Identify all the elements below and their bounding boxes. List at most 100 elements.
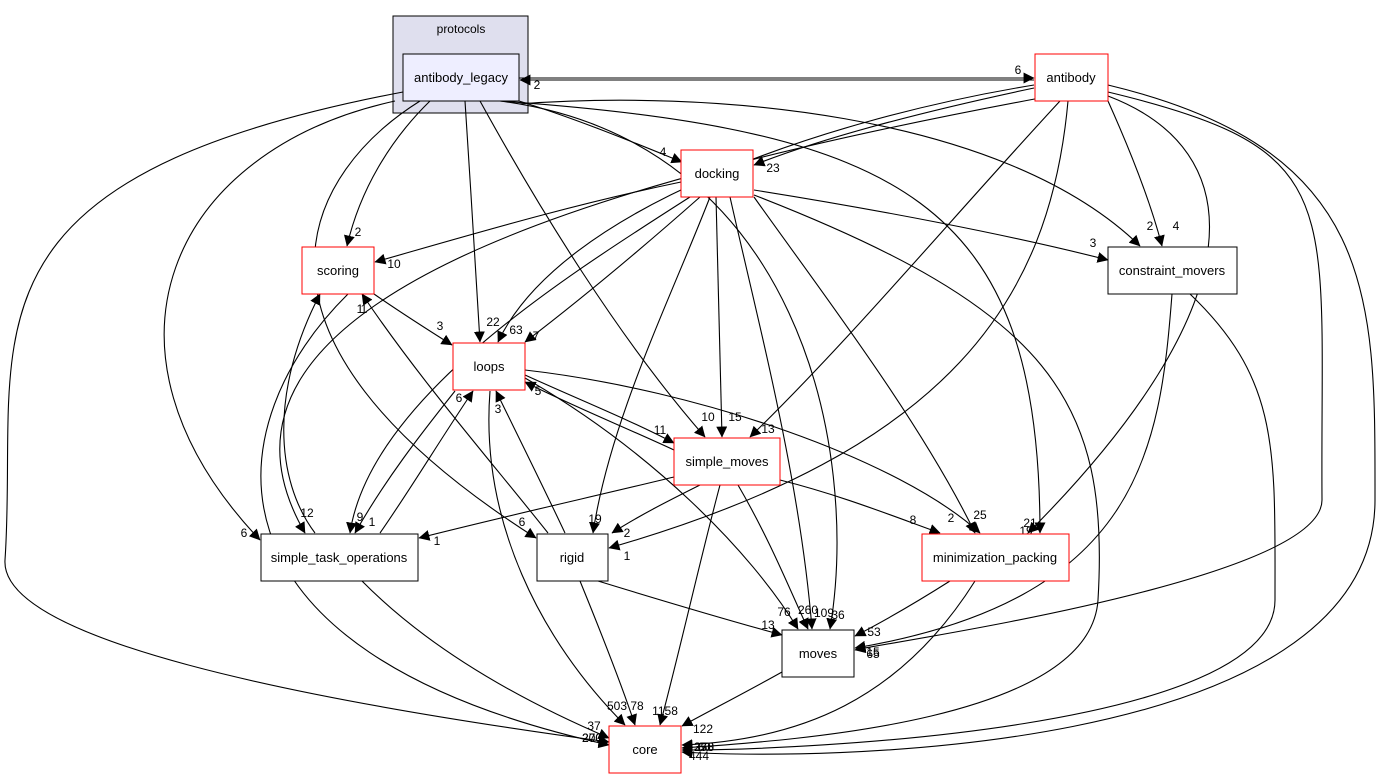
edge-label-simple_moves-to-simple_task_operations[interactable]: 1 [434,534,441,548]
edge-loops-to-simple_moves [524,374,675,444]
node-constraint-movers[interactable]: constraint_movers [1107,246,1238,295]
edge-label-simple_task_operations-to-scoring[interactable]: 1 [361,302,368,316]
node-box [781,629,855,678]
edge-label-docking-to-rigid[interactable]: 19 [588,512,602,526]
node-moves[interactable]: moves [781,629,855,678]
node-antibody[interactable]: antibody [1034,53,1109,102]
edge-label-antibody_legacy-to-simple_moves[interactable]: 10 [701,410,715,424]
edge-rigid-to-moves [597,580,783,638]
edge-label-scoring-to-core[interactable]: 270 [582,731,602,745]
edge-label-simple_task_operations-to-core[interactable]: 37 [587,719,601,733]
node-box [608,725,682,774]
edge-antibody_legacy-to-moves [499,100,838,630]
edge-antibody-to-minimization_packing [1027,95,1210,534]
node-docking[interactable]: docking [680,149,754,198]
node-layer: antibody_legacy antibody docking scoring… [260,53,1238,774]
node-box [1034,53,1109,102]
edge-label-antibody_legacy-to-simple_task_operations[interactable]: 6 [241,526,248,540]
edge-label-antibody_legacy-to-docking[interactable]: 4 [660,145,667,159]
edge-antibody-to-constraint_movers [1107,100,1165,247]
edge-antibody_legacy-to-rigid [313,100,537,539]
node-label: docking [695,166,740,181]
edge-simple_moves-to-rigid [611,484,701,534]
edge-label-docking-to-minimization_packing[interactable]: 25 [973,508,987,522]
node-simple-moves[interactable]: simple_moves [673,437,781,486]
edge-docking-to-scoring [374,181,682,265]
edge-label-antibody_legacy-to-minimization_packing[interactable]: 21 [1023,516,1037,530]
edge-antibody-to-simple_task_operations [279,97,1041,534]
node-antibody-legacy[interactable]: antibody_legacy [402,53,520,102]
edge-label-antibody-to-docking[interactable]: 23 [766,161,780,175]
edge-label-rigid-to-core[interactable]: 78 [630,699,644,713]
edge-label-antibody_legacy-to-moves[interactable]: 109 [814,606,834,620]
edge-scoring-to-loops [373,293,453,346]
edge-label-minimization_packing-to-core[interactable]: 278 [694,740,714,754]
edge-antibody-to-rigid [608,100,1069,551]
edge-antibody_legacy-to-constraint_movers [518,99,1141,247]
node-minimization-packing[interactable]: minimization_packing [921,533,1070,582]
edge-label-docking-to-loops[interactable]: 7 [533,329,540,343]
edge-label-antibody_legacy-to-antibody[interactable]: 6 [1015,63,1022,77]
edge-label-antibody-to-simple_task_operations[interactable]: 12 [300,506,314,520]
node-core[interactable]: core [608,725,682,774]
edge-layer [4,72,1376,759]
edge-constraint_movers-to-core [681,293,1276,756]
node-label: rigid [560,550,585,565]
edge-rigid-to-loops [495,390,566,534]
edge-label-loops-to-minimization_packing[interactable]: 2 [948,511,955,525]
edge-simple_task_operations-to-loops [379,390,474,534]
edge-label-antibody-to-loops[interactable]: 63 [509,323,523,337]
node-simple-task-operations[interactable]: simple_task_operations [260,533,419,582]
edge-label-simple_moves-to-moves[interactable]: 36 [831,608,845,622]
edge-label-docking-to-simple_task_operations[interactable]: 9 [357,510,364,524]
edge-label-constraint_movers-to-moves[interactable]: 65 [866,647,880,661]
node-label: constraint_movers [1119,263,1226,278]
edge-rigid-to-core [579,580,637,726]
node-loops[interactable]: loops [452,342,526,391]
edge-label-docking-to-simple_moves[interactable]: 15 [728,410,742,424]
edge-label-rigid-to-scoring[interactable]: 1 [357,302,364,316]
edge-label-minimization_packing-to-moves[interactable]: 53 [867,625,881,639]
edge-label-docking-to-scoring[interactable]: 10 [387,257,401,271]
edge-label-antibody-to-antibody_legacy[interactable]: 2 [534,78,541,92]
edge-label-loops-to-moves[interactable]: 76 [777,605,791,619]
edge-label-rigid-to-loops[interactable]: 3 [495,402,502,416]
edge-label-antibody-to-constraint_movers[interactable]: 4 [1173,219,1180,233]
edge-loops-to-core [488,390,626,726]
edge-label-simple_task_operations-to-loops[interactable]: 6 [456,391,463,405]
edge-label-loops-to-simple_moves[interactable]: 11 [654,423,667,437]
edge-label-docking-to-moves[interactable]: 260 [798,603,818,617]
edge-label-antibody_legacy-to-rigid[interactable]: 6 [519,515,526,529]
edge-label-antibody_legacy-to-scoring[interactable]: 2 [355,225,362,239]
edge-label-moves-to-core[interactable]: 122 [693,722,713,736]
edge-label-simple_moves-to-rigid[interactable]: 2 [624,526,631,540]
edge-label-simple_moves-to-core[interactable]: 1158 [652,704,678,718]
edge-label-loops-to-simple_task_operations[interactable]: 1 [369,515,376,529]
edge-docking-to-loops [524,196,701,343]
edge-antibody-to-moves [854,91,1323,654]
node-box [921,533,1070,582]
edge-label-antibody-to-rigid[interactable]: 1 [624,549,631,563]
edge-label-antibody_legacy-to-loops[interactable]: 22 [486,315,500,329]
edge-label-constraint_movers-to-core[interactable]: 60 [697,740,711,754]
edge-label-antibody_legacy-to-constraint_movers[interactable]: 2 [1147,219,1154,233]
edge-label-antibody-to-core[interactable]: 444 [689,749,709,763]
node-box [680,149,754,198]
edge-label-simple_moves-to-minimization_packing[interactable]: 8 [910,513,917,527]
edge-label-loops-to-core[interactable]: 503 [607,699,627,713]
node-scoring[interactable]: scoring [301,246,375,295]
edge-label-antibody-to-simple_moves[interactable]: 13 [761,422,775,436]
edge-label-docking-to-constraint_movers[interactable]: 3 [1090,236,1097,250]
edge-simple_moves-to-simple_task_operations [418,476,675,541]
edge-label-antibody_legacy-to-core[interactable]: 200 [582,731,602,745]
edge-label-antibody-to-moves[interactable]: 15 [866,645,880,659]
edge-label-rigid-to-moves[interactable]: 13 [761,618,775,632]
node-label: moves [799,646,838,661]
edge-label-simple_moves-to-loops[interactable]: 5 [535,384,542,398]
node-rigid[interactable]: rigid [536,533,609,582]
edge-label-docking-to-core[interactable]: 350 [694,740,714,754]
edge-label-scoring-to-loops[interactable]: 3 [437,319,444,333]
node-label: simple_task_operations [271,550,408,565]
edge-simple_task_operations-to-scoring [283,293,321,534]
